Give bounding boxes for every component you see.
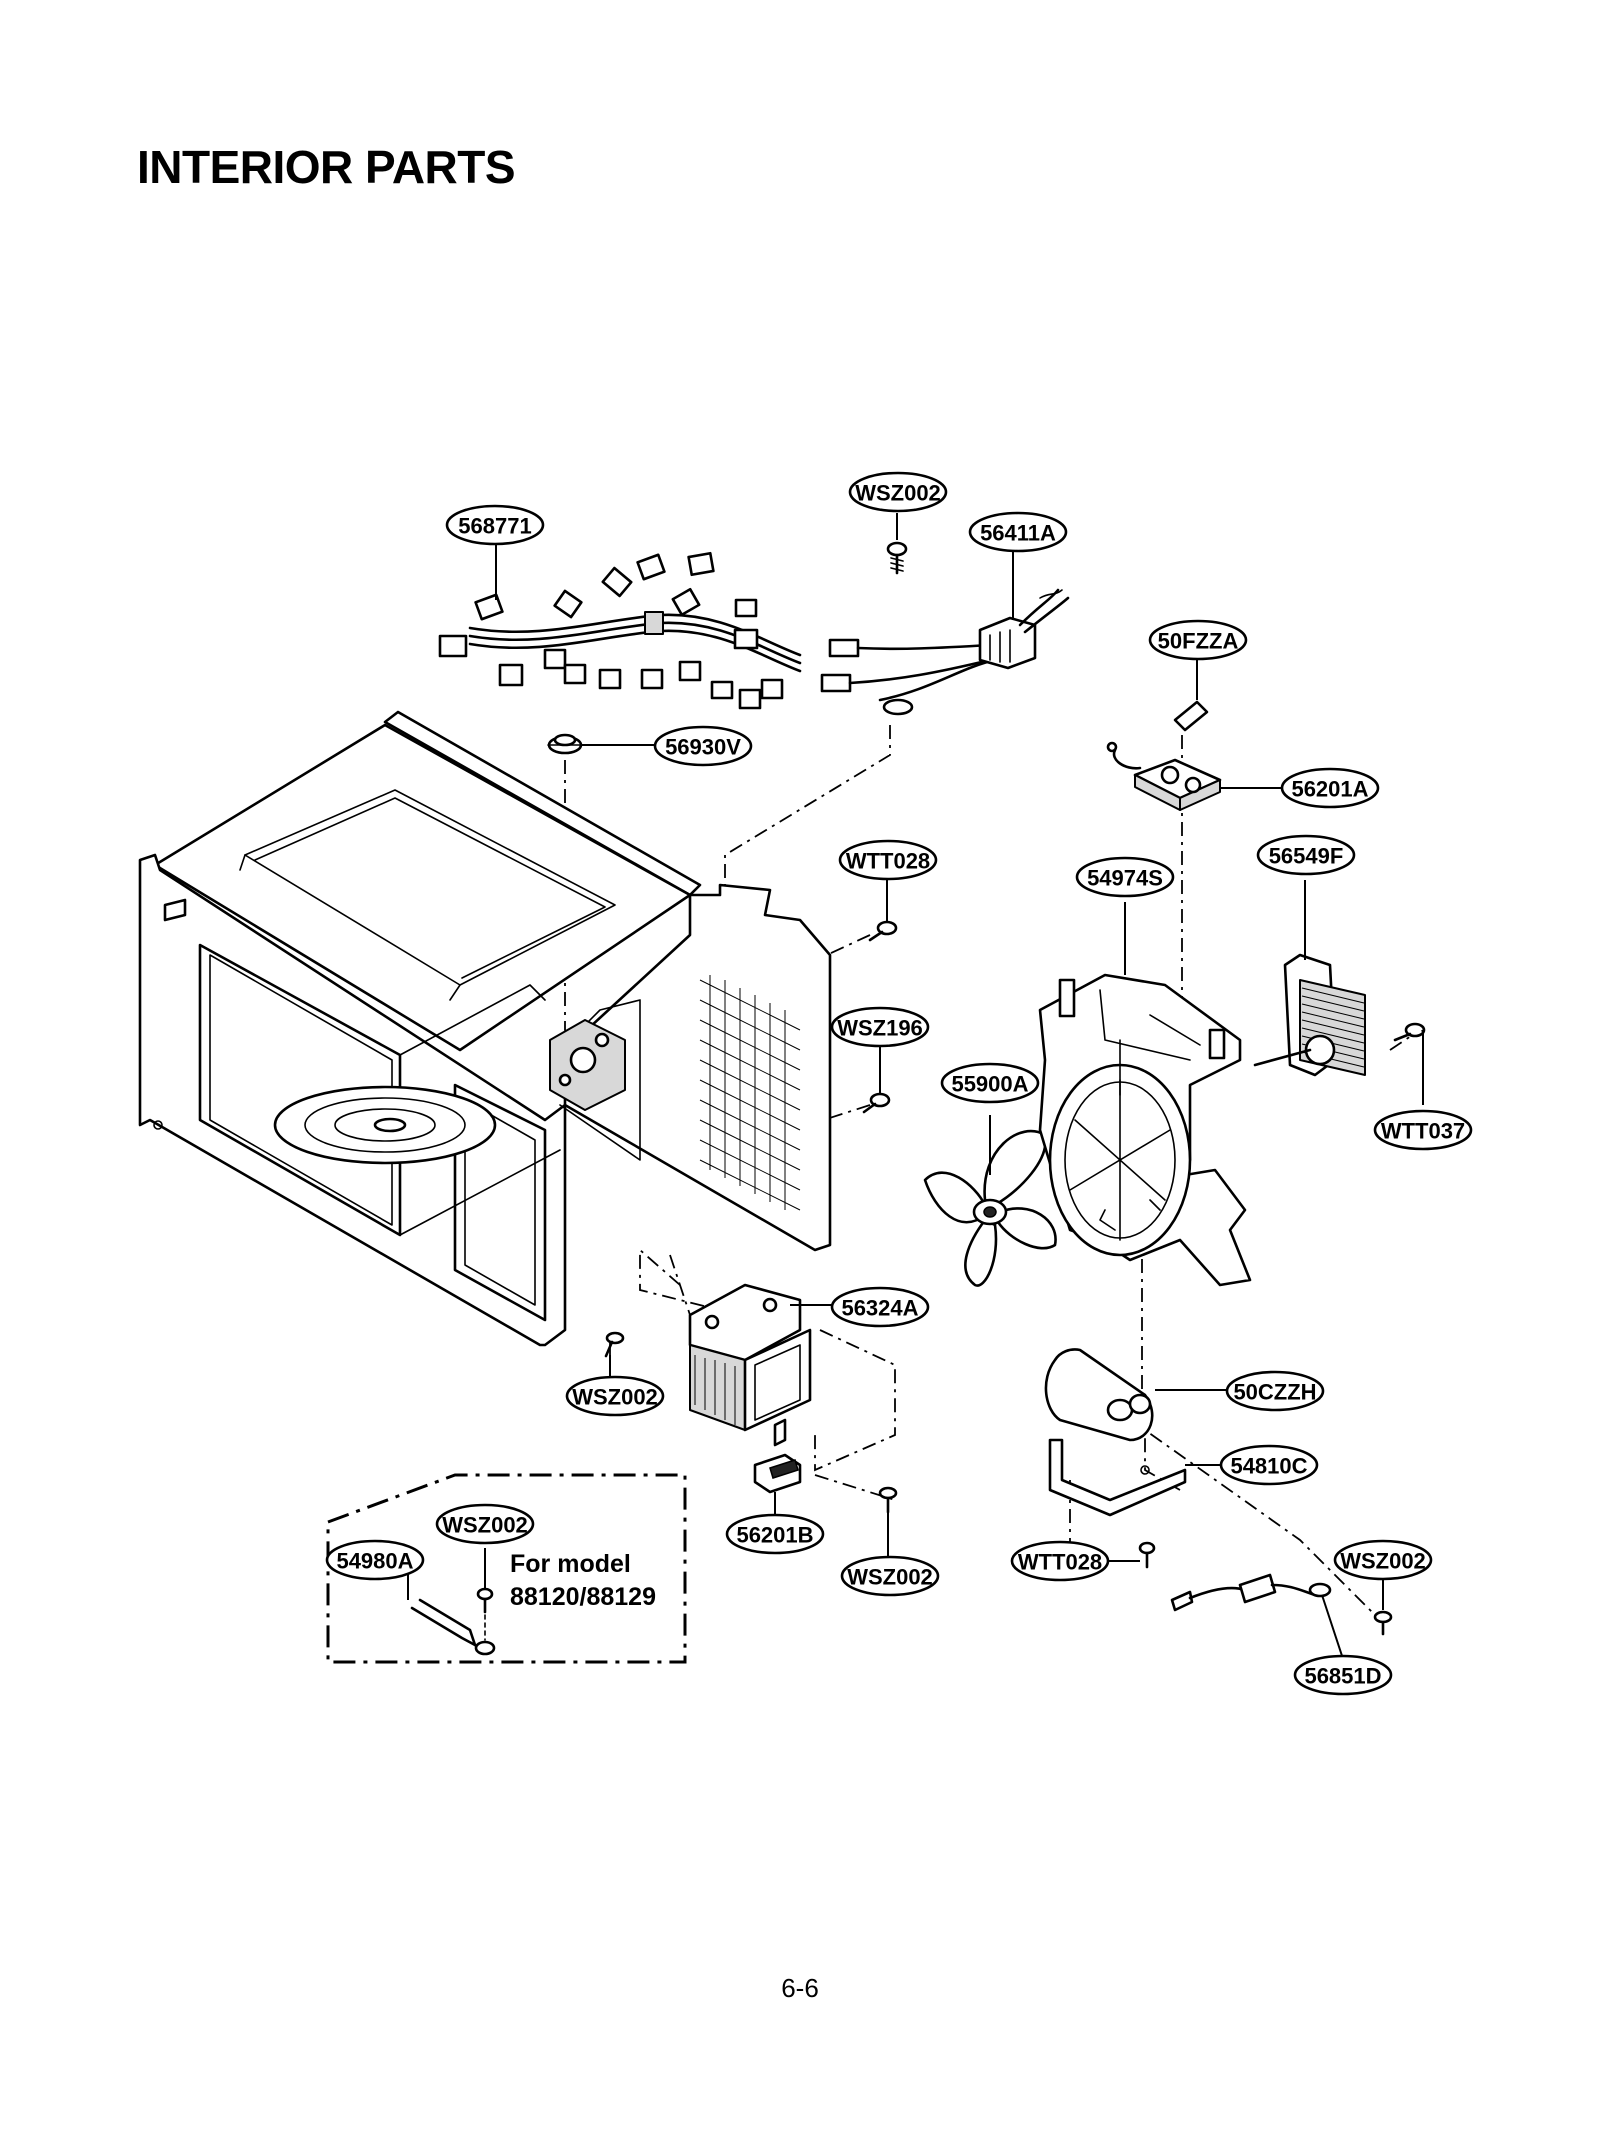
callout-ellipse: [840, 1555, 940, 1597]
screw-wsz002-top: [886, 513, 908, 575]
callout-ellipse: [1333, 1539, 1433, 1581]
callout-wtt028-mid: WTT028: [838, 839, 938, 881]
callout-ellipse: [968, 511, 1068, 553]
callout-568771: 568771: [445, 504, 545, 546]
inset-note-line1: For model: [510, 1550, 631, 1578]
callout-54980a: 54980A: [325, 1539, 425, 1581]
wire-harness-568771: [438, 545, 802, 710]
screw-wsz002-right: [1373, 1580, 1393, 1636]
oven-cavity: [138, 710, 832, 1347]
callout-56549f: 56549F: [1256, 834, 1356, 876]
callout-ellipse: [653, 725, 753, 767]
magnetron-56324a: [688, 1283, 835, 1447]
callout-54810c: 54810C: [1219, 1444, 1319, 1486]
diode-56851d: [1170, 1573, 1346, 1666]
callout-ellipse: [1373, 1109, 1473, 1151]
switch-56201b: [753, 1453, 802, 1520]
callout-50czzh: 50CZZH: [1225, 1370, 1325, 1412]
callout-ellipse: [830, 1286, 930, 1328]
callout-ellipse: [848, 471, 948, 513]
callout-text: 56201A: [1291, 777, 1368, 802]
callout-ellipse: [1293, 1654, 1393, 1696]
callout-text: 50FZZA: [1158, 629, 1239, 654]
hv-capacitor-50czzh: [1044, 1348, 1230, 1442]
callout-55900a: 55900A: [940, 1062, 1040, 1104]
page-title: INTERIOR PARTS: [137, 141, 516, 193]
callout-text: WSZ002: [1340, 1549, 1426, 1574]
callout-ellipse: [565, 1375, 665, 1417]
air-guide-54974s: [1038, 902, 1252, 1287]
callout-wsz002-right: WSZ002: [1333, 1539, 1433, 1581]
callout-ellipse: [838, 839, 938, 881]
callout-56324a: 56324A: [830, 1286, 930, 1328]
callout-text: WSZ002: [572, 1385, 658, 1410]
callout-ellipse: [1256, 834, 1356, 876]
noise-filter-56201a: [1106, 741, 1285, 811]
callout-text: WSZ196: [837, 1016, 923, 1041]
callout-ellipse: [1148, 619, 1248, 661]
page-number: 6-6: [781, 1973, 819, 2003]
callout-labels: WSZ002 568771 56411A 50FZZA 56930V 56201A WTT0…: [325, 471, 1473, 1696]
callout-ellipse: [725, 1513, 825, 1555]
callout-ellipse: [1010, 1540, 1110, 1582]
callout-text: 56930V: [665, 735, 741, 760]
callout-wsz002-top: WSZ002: [848, 471, 948, 513]
callout-ellipse: [435, 1503, 535, 1545]
callout-wsz002-bottom: WSZ002: [840, 1555, 940, 1597]
callout-ellipse: [325, 1539, 425, 1581]
callout-text: WSZ002: [855, 481, 941, 506]
callout-ellipse: [1225, 1370, 1325, 1412]
callout-56201a: 56201A: [1280, 767, 1380, 809]
callout-text: 568771: [458, 514, 531, 539]
callout-ellipse: [1219, 1444, 1319, 1486]
callout-text: WSZ002: [442, 1513, 528, 1538]
callout-text: 56201B: [736, 1523, 813, 1548]
bracket-54810c: [1048, 1438, 1220, 1517]
callout-text: WTT028: [1018, 1550, 1102, 1575]
callout-ellipse: [940, 1062, 1040, 1104]
callout-text: 50CZZH: [1233, 1380, 1316, 1405]
callout-text: 56549F: [1269, 844, 1344, 869]
inset-note-line2: 88120/88129: [510, 1583, 656, 1611]
callout-text: 54810C: [1230, 1454, 1307, 1479]
fan-motor-56549f: [1253, 880, 1366, 1077]
wire-assembly-56411a: [820, 552, 1070, 716]
callout-ellipse: [1075, 856, 1175, 898]
callout-56930v: 56930V: [653, 725, 753, 767]
callout-text: 56851D: [1304, 1664, 1381, 1689]
callout-wsz002-left: WSZ002: [565, 1375, 665, 1417]
callout-56201b: 56201B: [725, 1513, 825, 1555]
fan-blade-55900a: [923, 1115, 1057, 1287]
fuse-50fzza: [1173, 660, 1209, 732]
callout-ellipse: [445, 504, 545, 546]
screw-wsz002-left: [604, 1331, 625, 1378]
screw-wsz002-bottom: [878, 1486, 898, 1558]
callout-wsz002-inset: WSZ002: [435, 1503, 535, 1545]
screw-wtt037: [1393, 1022, 1426, 1105]
callout-wsz196: WSZ196: [830, 1006, 930, 1048]
callout-text: 55900A: [951, 1072, 1028, 1097]
screw-wsz196: [862, 1047, 891, 1114]
callout-54974s: 54974S: [1075, 856, 1175, 898]
callout-text: WSZ002: [847, 1565, 933, 1590]
callout-text: WTT037: [1381, 1119, 1465, 1144]
callout-56851d: 56851D: [1293, 1654, 1393, 1696]
callout-text: 56324A: [841, 1296, 918, 1321]
callout-text: 56411A: [980, 521, 1056, 546]
screw-wtt028-mid: [868, 880, 898, 942]
callout-text: WTT028: [846, 849, 930, 874]
thermostat-56930v: [547, 733, 655, 755]
callout-56411a: 56411A: [968, 511, 1068, 553]
callout-ellipse: [830, 1006, 930, 1048]
callout-text: 54980A: [336, 1549, 413, 1574]
screw-wtt028-bottom: [1107, 1541, 1156, 1569]
callout-wtt028-bottom: WTT028: [1010, 1540, 1110, 1582]
callout-50fzza: 50FZZA: [1148, 619, 1248, 661]
callout-wtt037: WTT037: [1373, 1109, 1473, 1151]
callout-text: 54974S: [1087, 866, 1163, 891]
callout-ellipse: [1280, 767, 1380, 809]
